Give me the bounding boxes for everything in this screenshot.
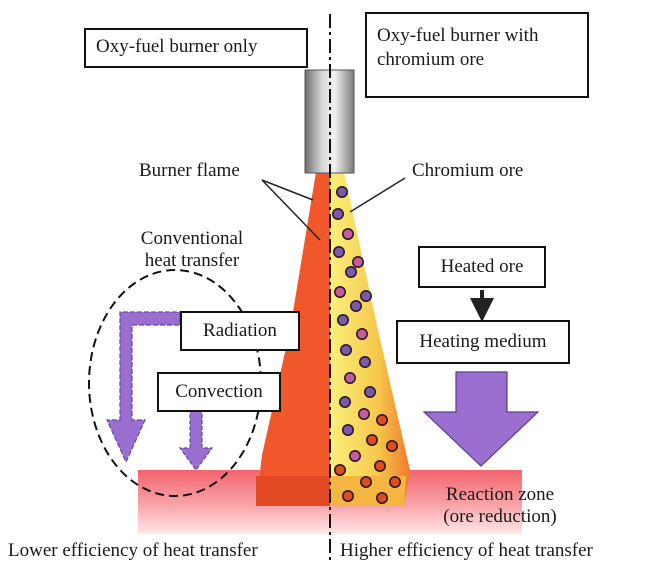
title-box-left: Oxy-fuel burner only (84, 28, 308, 68)
ore-particle (375, 491, 388, 504)
ore-particle (333, 463, 346, 476)
ore-particle (373, 459, 386, 472)
ore-particle (349, 299, 362, 312)
reaction-line2: (ore reduction) (443, 505, 557, 527)
ore-particle (333, 285, 346, 298)
heating-medium-text: Heating medium (419, 331, 547, 352)
conventional-line2: heat transfer (144, 249, 240, 271)
radiation-box: Radiation (180, 311, 300, 351)
heated-ore-text: Heated ore (440, 256, 524, 277)
flame-left-base (256, 476, 330, 506)
ore-particle (336, 313, 349, 326)
radiation-arrow (106, 311, 181, 464)
convection-text: Convection (175, 381, 263, 402)
leader-burner-flame-2 (261, 179, 321, 241)
leader-burner-flame-1 (261, 179, 314, 201)
leader-chromium-ore (349, 177, 406, 213)
ore-particle (341, 423, 354, 436)
caption-right: Higher efficiency of heat transfer (340, 540, 593, 561)
title-box-right: Oxy-fuel burner with chromium ore (365, 12, 589, 98)
ore-particle (357, 407, 370, 420)
ore-particle (359, 289, 372, 302)
ore-particle (343, 371, 356, 384)
conventional-line1: Conventional (140, 228, 244, 249)
reaction-line1: Reaction zone (445, 484, 555, 505)
ore-particle (358, 355, 371, 368)
ore-particle (332, 246, 345, 259)
burner-nozzle (304, 69, 355, 174)
ore-particle (351, 255, 364, 268)
ore-particle (363, 385, 376, 398)
ore-particle (348, 449, 361, 462)
heated-ore-box: Heated ore (418, 246, 546, 288)
heating-medium-arrow (422, 371, 540, 467)
ore-particle (335, 186, 348, 199)
reaction-zone-label: Reaction zone (ore reduction) (420, 484, 580, 528)
ore-particles (331, 186, 401, 504)
ore-particle (341, 489, 354, 502)
title-left-text: Oxy-fuel burner only (96, 36, 258, 57)
ore-particle (338, 395, 351, 408)
convection-box: Convection (157, 372, 281, 412)
radiation-text: Radiation (203, 320, 277, 341)
ore-particle (385, 439, 398, 452)
ore-particle (365, 433, 378, 446)
heating-medium-box: Heating medium (396, 320, 570, 364)
ore-particle (355, 327, 368, 340)
convection-arrow (178, 407, 214, 472)
title-right-line2: chromium ore (377, 48, 485, 70)
ore-particle (341, 228, 354, 241)
burner-flame-label: Burner flame (139, 160, 240, 181)
caption-left: Lower efficiency of heat transfer (8, 540, 258, 561)
chromium-ore-label: Chromium ore (412, 160, 524, 181)
conventional-heat-transfer-label: Conventional heat transfer (122, 228, 262, 272)
ore-particle (375, 413, 388, 426)
ore-particle (359, 475, 372, 488)
ore-particle (331, 208, 344, 221)
flame-right (330, 172, 410, 506)
ore-particle (344, 265, 357, 278)
ore-particle (339, 343, 352, 356)
ore-particle (388, 475, 401, 488)
title-right-line1: Oxy-fuel burner with (377, 25, 539, 46)
